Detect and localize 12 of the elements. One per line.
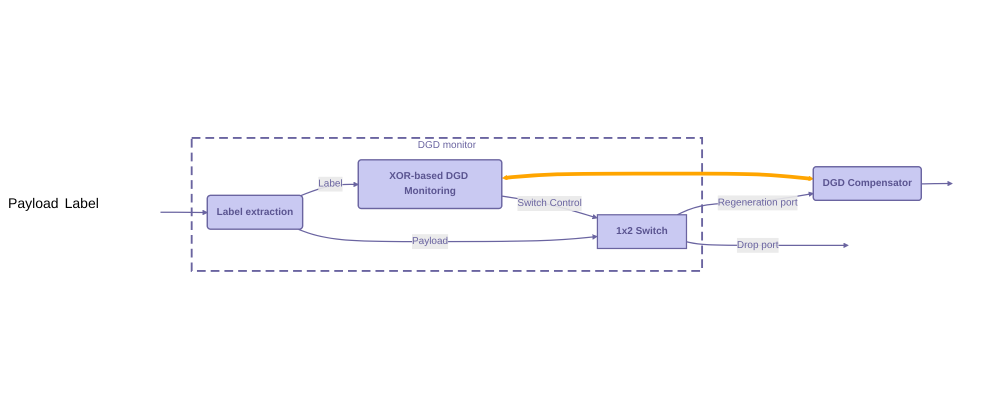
edge-label: Drop port: [736, 239, 778, 250]
arrow: [160, 209, 208, 215]
edge-label: Regeneration port: [718, 196, 798, 208]
edge-label: Switch Control: [517, 197, 582, 208]
signal-label: Label: [64, 195, 99, 211]
signal-label: Payload: [8, 195, 59, 211]
edge-label: Label: [318, 178, 343, 189]
arrow: [298, 228, 598, 242]
edge-label: Payload: [412, 236, 448, 246]
node-box: 1x2 Switch: [596, 214, 688, 249]
arrow: [922, 180, 953, 186]
arrow: [502, 171, 814, 181]
